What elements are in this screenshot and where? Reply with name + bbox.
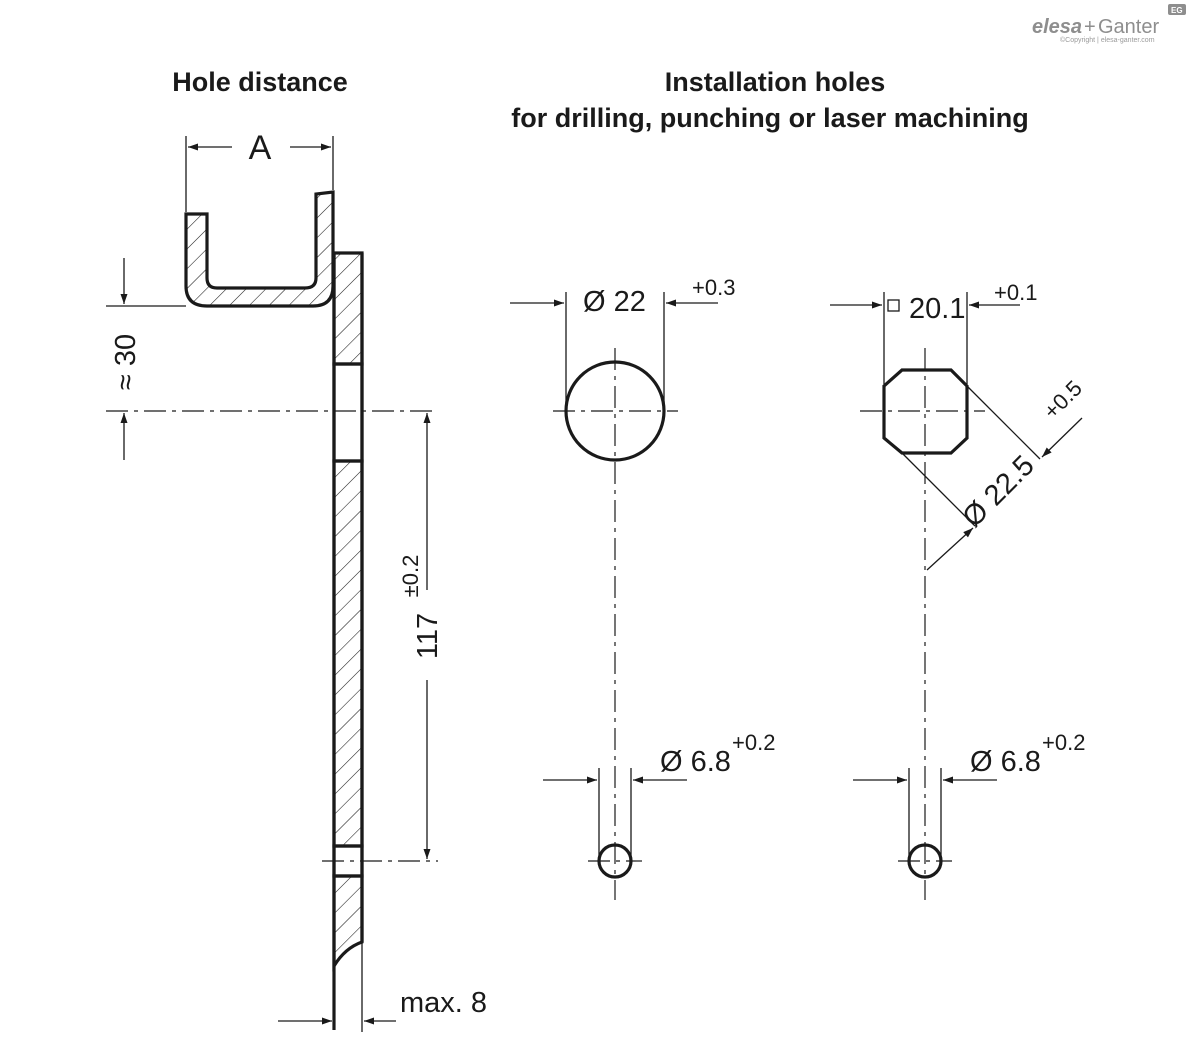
dim-117-tolerance: ±0.2 [398,555,423,598]
square-hole-outline [882,368,969,455]
square-small-dia-tolerance: +0.2 [1042,730,1085,755]
logo-badge-text: EG [1171,6,1183,15]
round-small-dia-tolerance: +0.2 [732,730,775,755]
elesa-ganter-logo: elesa + Ganter EG ©Copyright | elesa-gan… [1032,4,1186,44]
logo-brand-left: elesa [1032,16,1082,38]
logo-copyright: ©Copyright | elesa-ganter.com [1060,36,1155,44]
square-hole-drawing: 20.1 +0.1 Ø 22.5 +0.5 Ø 6.8 +0.2 [830,280,1087,900]
square-diag-label: Ø 22.5 [957,450,1041,534]
plate-hole-region [332,362,364,463]
logo-badge [1168,4,1186,15]
square-diag-arrow-top [1041,417,1083,458]
title-installation-subtitle: for drilling, punching or laser machinin… [511,103,1029,133]
hole-distance-drawing: A ≈ 30 117 ±0.2 max. 8 [106,129,487,1032]
square-diag-ext-bottom [901,452,976,527]
square-diag-arrow-bottom [926,527,974,571]
plate-top-section [332,251,364,366]
round-hole-drawing: Ø 22 +0.3 Ø 6.8 +0.2 [510,275,775,900]
square-diag-ext-top [966,385,1041,460]
round-dia-tolerance: +0.3 [692,275,735,300]
dim-117-label: 117 [412,613,444,659]
round-dia-label: Ø 22 [583,286,646,318]
title-hole-distance: Hole distance [172,67,348,97]
dim-30-label: ≈ 30 [110,334,142,390]
title-installation-holes: Installation holes [665,67,886,97]
square-diag-tolerance: +0.5 [1039,376,1087,424]
plate-bottom-section [332,874,364,972]
dim-max8-label: max. 8 [400,987,487,1019]
logo-brand-plus: + [1084,16,1096,38]
round-small-dia-label: Ø 6.8 [660,746,731,778]
plate-middle-section [332,459,364,848]
square-size-tolerance: +0.1 [994,280,1037,305]
u-channel-profile [184,190,335,308]
square-small-dia-label: Ø 6.8 [970,746,1041,778]
dim-a-label: A [249,129,272,167]
square-size-label: 20.1 [909,293,965,325]
logo-brand-right: Ganter [1098,16,1159,38]
square-symbol-icon [887,299,900,312]
